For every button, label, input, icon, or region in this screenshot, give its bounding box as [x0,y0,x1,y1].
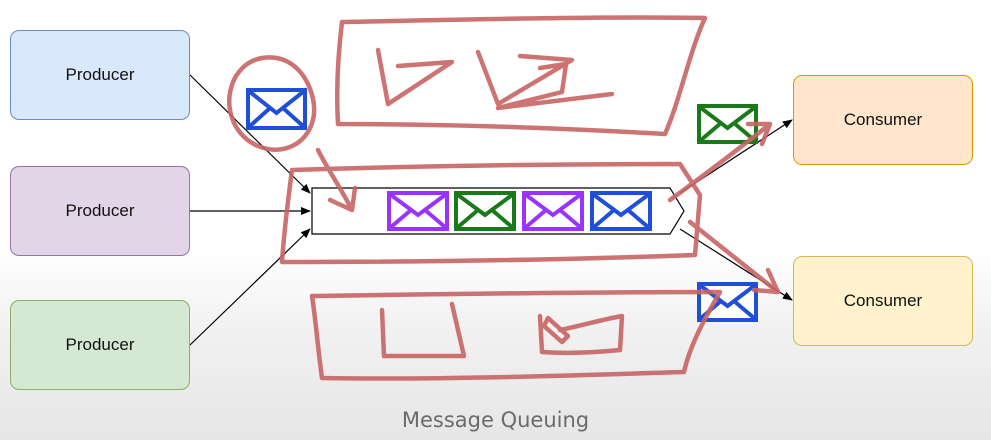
arrow-producer-3-to-queue [189,228,311,346]
scribble-arrow-consumer-2 [687,219,781,295]
envelope-flap [592,193,650,229]
producer-2-node: Producer [10,166,190,256]
scribble-top-box [334,15,708,137]
scribble-bottom-shapes [379,301,625,359]
consumer-2-node: Consumer [793,256,973,346]
scribble-queue-outline [279,161,703,265]
queued-envelope-icon-2 [454,191,516,231]
queued-envelope-icon-1 [387,191,449,231]
consumer-1-node: Consumer [793,75,973,165]
incoming-envelope-icon [246,88,307,130]
queue-messages [387,191,652,231]
scribble-arrow-consumer-1 [667,121,773,203]
producer-1-node: Producer [10,30,190,120]
envelope-flap [456,193,514,229]
caption: Message Queuing [401,408,590,432]
scribble-pencil-cursor [541,315,571,345]
scribble-bottom-box [309,289,723,381]
envelope-flap [524,193,582,229]
producer-3-node: Producer [10,300,190,390]
envelope-flap [248,90,305,128]
envelope-flap [389,193,447,229]
handdrawn-annotations [227,15,781,381]
scribble-top-shapes [375,47,615,111]
queued-envelope-icon-3 [522,191,584,231]
queued-envelope-icon-4 [590,191,652,231]
scribble-arrow-down [315,147,358,213]
scribble-envelope-circle [227,55,317,152]
